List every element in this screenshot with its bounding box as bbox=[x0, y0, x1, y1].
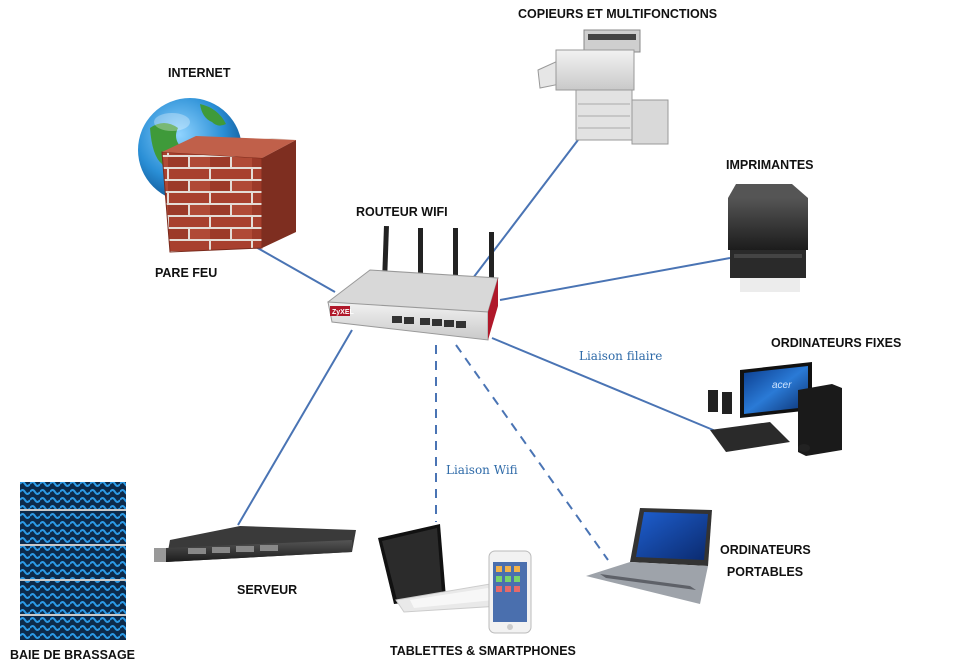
link-router-desktops bbox=[491, 337, 719, 433]
internet-label: INTERNET bbox=[168, 66, 231, 80]
patch-panel-label: BAIE DE BRASSAGE bbox=[10, 648, 136, 662]
printers-label: IMPRIMANTES bbox=[726, 158, 814, 172]
smartphone-icon bbox=[488, 550, 532, 634]
firewall-label: PARE FEU bbox=[155, 266, 218, 280]
link-router-copiers bbox=[469, 139, 579, 283]
router-icon: ZyXEL bbox=[327, 225, 499, 341]
link-router-printers bbox=[499, 257, 731, 301]
router-brand: ZyXEL bbox=[332, 309, 355, 316]
laptops-label-line2: PORTABLES bbox=[726, 565, 804, 579]
laptop-icon bbox=[586, 508, 712, 604]
router-label: ROUTEUR WIFI bbox=[356, 205, 448, 219]
wired-link-label: Liaison filaire bbox=[579, 349, 663, 363]
patch-panel-icon bbox=[20, 482, 126, 640]
copiers-label: COPIEURS ET MULTIFONCTIONS bbox=[518, 7, 718, 21]
firewall-icon bbox=[161, 136, 296, 253]
tablet-icon bbox=[378, 524, 501, 613]
copier-icon bbox=[537, 29, 669, 145]
laptops-label-line1: ORDINATEURS bbox=[720, 543, 811, 557]
wifi-link-label: Liaison Wifi bbox=[446, 463, 518, 477]
links bbox=[237, 139, 731, 561]
link-router-server bbox=[237, 329, 353, 526]
wifi-link-laptops bbox=[455, 344, 609, 561]
desktop-brand: acer bbox=[772, 380, 792, 391]
printer-icon bbox=[728, 184, 808, 292]
server-label: SERVEUR bbox=[237, 583, 298, 597]
server-icon bbox=[154, 526, 356, 562]
desktop-computer-icon: acer bbox=[708, 362, 842, 456]
desktops-label: ORDINATEURS FIXES bbox=[771, 336, 902, 350]
tablets-label: TABLETTES & SMARTPHONES bbox=[390, 644, 576, 658]
